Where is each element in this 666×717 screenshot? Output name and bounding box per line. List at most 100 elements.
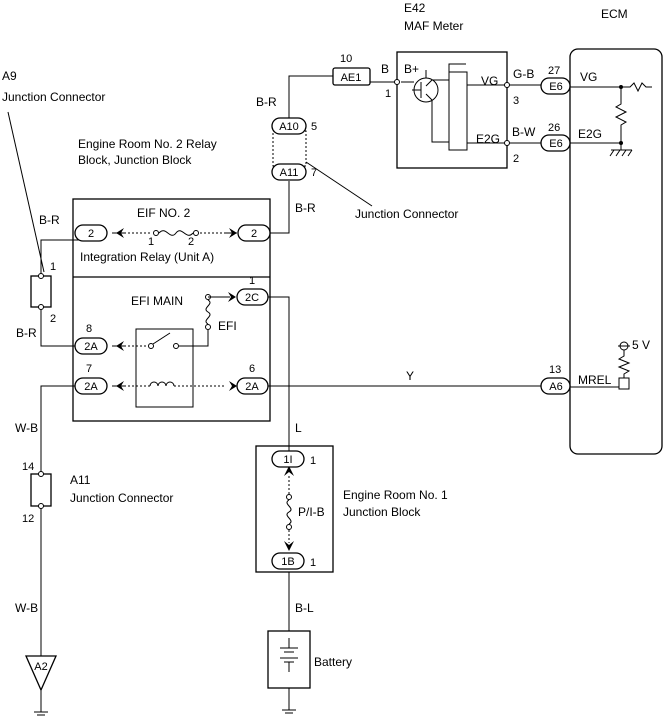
wire-y: Y: [406, 369, 414, 383]
wire-b-w: B-W: [512, 125, 536, 139]
connector-e6-vg: E6: [540, 77, 571, 95]
a9-connector: [30, 275, 52, 308]
connector-a11: A11: [271, 163, 307, 181]
e42-id: E42: [404, 1, 426, 15]
svg-text:E6: E6: [549, 138, 562, 150]
1i-pin: 1: [310, 455, 316, 467]
a2-ground-connector: [25, 655, 57, 692]
svg-text:A10: A10: [279, 121, 299, 133]
pib-fuse: [284, 466, 294, 551]
connector-e6-e2g: E6: [540, 134, 571, 152]
efi-main-relay: [112, 292, 237, 408]
battery-label: Battery: [314, 655, 352, 669]
battery-box: [267, 630, 311, 689]
maf-vg-label: VG: [481, 74, 498, 88]
a2-label: A2: [34, 661, 47, 673]
connector-2a-coil-right: 2A: [236, 377, 269, 395]
ecm-box: [569, 48, 663, 455]
junction-connector-body: [272, 130, 307, 167]
2a-coil-right-pin: 6: [249, 363, 255, 375]
svg-text:2A: 2A: [245, 381, 259, 393]
connector-1i: 1I: [271, 450, 305, 468]
wire-w-b-top: W-B: [15, 421, 38, 435]
eif-no2-label: EIF NO. 2: [137, 206, 191, 220]
ecm-e2g-label: E2G: [578, 127, 602, 141]
connector-1b: 1B: [271, 552, 305, 570]
efi-fuse-label: EFI: [218, 319, 237, 333]
ecm-mrel-label: MREL: [578, 373, 612, 387]
svg-text:2A: 2A: [84, 341, 98, 353]
svg-text:1B: 1B: [281, 556, 294, 568]
ecm-vg-label: VG: [580, 70, 597, 84]
2a-coil-left-pin: 7: [86, 363, 92, 375]
1b-pin: 1: [310, 557, 316, 569]
maf-internal-circuit: [401, 63, 505, 151]
a11-pin-top: 14: [22, 461, 34, 473]
eif-fuse-pin2: 2: [188, 236, 194, 248]
relay-block-box: [72, 198, 271, 422]
2c-pin: 1: [249, 275, 255, 287]
2a-efi-pin: 8: [86, 323, 92, 335]
ecm-pin-mrel: 13: [549, 364, 561, 376]
a10-pin: 5: [311, 121, 317, 133]
svg-text:E6: E6: [549, 81, 562, 93]
wire-b-r-mid: B-R: [295, 201, 316, 215]
wire-b-r-a9-bottom: B-R: [16, 326, 37, 340]
wires: [7, 75, 545, 716]
wire-b-l: B-L: [295, 601, 314, 615]
ae1-pin: 10: [340, 53, 352, 65]
connector-a6: A6: [540, 377, 571, 395]
maf-pin-vg: 3: [513, 95, 519, 107]
svg-text:AE1: AE1: [341, 72, 362, 84]
erjb-title-1: Engine Room No. 1: [343, 488, 448, 502]
a11-id: A11: [70, 473, 91, 487]
maf-pin-bplus: 1: [385, 88, 391, 100]
wire-b-r-top: B-R: [256, 95, 277, 109]
a11-pin-bottom: 12: [22, 513, 34, 525]
connector-2a-efi: 2A: [74, 337, 108, 355]
a11-pin: 7: [311, 167, 317, 179]
integration-relay-label: Integration Relay (Unit A): [80, 250, 214, 264]
ecm-internal-circuit: [570, 82, 652, 390]
connector-ae1: AE1: [332, 67, 371, 86]
ecm-5v-label: 5 V: [632, 338, 650, 352]
a11-name: Junction Connector: [70, 491, 173, 505]
ecm-pin-vg: 27: [548, 65, 560, 77]
connector-2c: 2C: [236, 288, 269, 306]
eif-no2-fuse: [112, 228, 237, 238]
connector-eif-left: 2: [74, 224, 108, 242]
junction-connector-label: Junction Connector: [355, 207, 458, 221]
svg-text:A6: A6: [549, 381, 562, 393]
wire-b: B: [381, 62, 389, 76]
relay-block-title-1: Engine Room No. 2 Relay: [78, 137, 217, 151]
a11-connector: [30, 473, 52, 507]
ecm-title: ECM: [601, 7, 628, 21]
svg-text:1I: 1I: [283, 454, 292, 466]
connector-a10: A10: [271, 117, 307, 135]
maf-pin-e2g: 2: [513, 153, 519, 165]
maf-e2g-label: E2G: [476, 132, 500, 146]
maf-meter-box: [396, 51, 508, 169]
svg-text:2: 2: [251, 228, 257, 240]
svg-text:2A: 2A: [84, 381, 98, 393]
svg-text:A11: A11: [280, 167, 299, 179]
wire-g-b: G-B: [513, 67, 534, 81]
erjb-title-2: Junction Block: [343, 505, 421, 519]
wire-w-b-bottom: W-B: [15, 601, 38, 615]
efi-main-label: EFI MAIN: [131, 294, 183, 308]
svg-text:2: 2: [88, 228, 94, 240]
connector-eif-right: 2: [237, 224, 271, 242]
a9-pin-bottom: 2: [50, 313, 56, 325]
battery-symbol: [280, 638, 298, 672]
svg-text:2C: 2C: [245, 292, 259, 304]
a9-name: Junction Connector: [2, 90, 105, 104]
connector-2a-coil-left: 2A: [74, 377, 108, 395]
relay-block-title-2: Block, Junction Block: [78, 153, 192, 167]
e42-name: MAF Meter: [404, 19, 463, 33]
ecm-pin-e2g: 26: [548, 122, 560, 134]
a9-pin-top: 1: [50, 261, 56, 273]
eif-fuse-pin1: 1: [148, 236, 154, 248]
wire-b-r-a9-top: B-R: [39, 213, 60, 227]
erjb-box: [255, 445, 334, 573]
a9-id: A9: [2, 69, 17, 83]
